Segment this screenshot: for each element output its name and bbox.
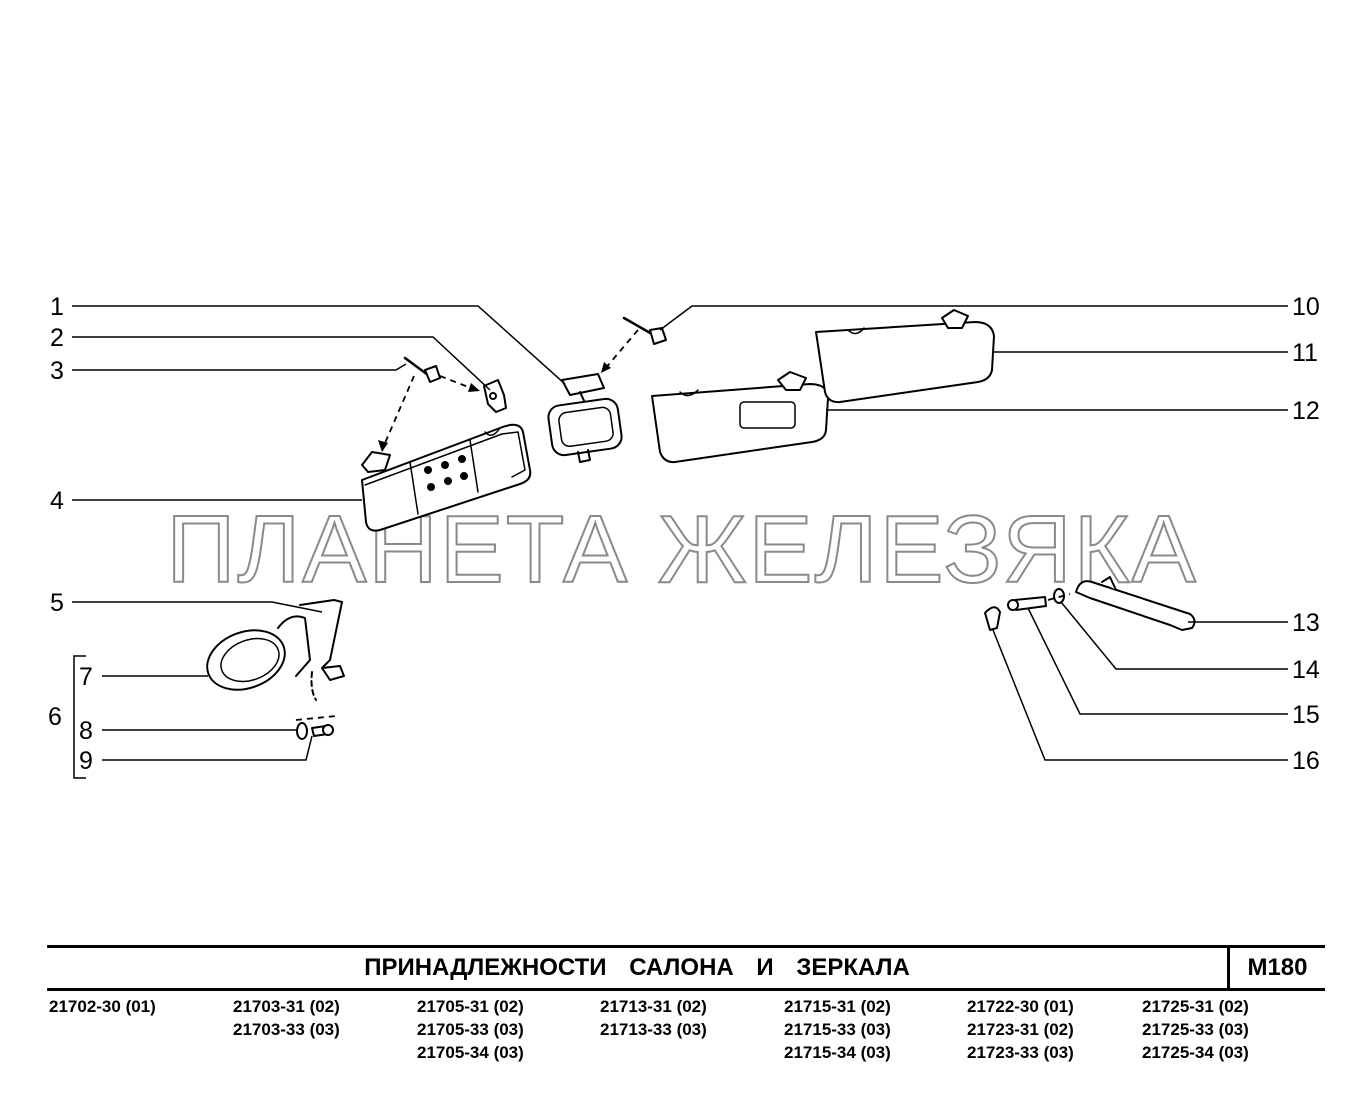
arrow-heads xyxy=(378,362,611,452)
model-column: 21715-31 (02) 21715-33 (03) 21715-34 (03… xyxy=(784,995,891,1064)
callout-6: 6 xyxy=(48,703,62,731)
model-column: 21703-31 (02) 21703-33 (03) xyxy=(233,995,340,1041)
model-code: 21705-34 (03) xyxy=(417,1043,524,1062)
section-code: M180 xyxy=(1247,954,1308,981)
sun-visor-right xyxy=(815,309,995,404)
title-divider xyxy=(1227,948,1230,988)
model-code: 21715-31 (02) xyxy=(784,997,891,1016)
model-code: 21705-33 (03) xyxy=(417,1020,524,1039)
screw-3 xyxy=(403,356,441,383)
callout-15: 15 xyxy=(1292,701,1320,729)
model-code: 21722-30 (01) xyxy=(967,997,1074,1016)
model-column: 21722-30 (01) 21723-31 (02) 21723-33 (03… xyxy=(967,995,1074,1064)
model-code: 21725-34 (03) xyxy=(1142,1043,1249,1062)
callout-13: 13 xyxy=(1292,609,1320,637)
callout-14: 14 xyxy=(1292,656,1320,684)
watermark-text: ПЛАНЕТА ЖЕЛЕЗЯКА xyxy=(166,496,1197,603)
parts-diagram: ПЛАНЕТА ЖЕЛЕЗЯКА xyxy=(48,293,1320,779)
model-code: 21723-33 (03) xyxy=(967,1043,1074,1062)
callout-16: 16 xyxy=(1292,747,1320,775)
callout-3: 3 xyxy=(50,357,64,385)
model-column: 21702-30 (01) xyxy=(49,995,156,1018)
model-list: 21702-30 (01) 21703-31 (02) 21703-33 (03… xyxy=(47,995,1325,1065)
assembly-arrows xyxy=(295,329,1071,721)
callout-9: 9 xyxy=(79,747,93,775)
callout-7: 7 xyxy=(79,663,93,691)
sun-visor-left xyxy=(361,423,532,532)
model-code: 21702-30 (01) xyxy=(49,997,156,1016)
model-code: 21703-31 (02) xyxy=(233,997,340,1016)
title-block: ПРИНАДЛЕЖНОСТИ САЛОНА И ЗЕРКАЛА M180 xyxy=(47,945,1325,991)
page-title: ПРИНАДЛЕЖНОСТИ САЛОНА И ЗЕРКАЛА xyxy=(364,954,910,981)
model-code: 21715-34 (03) xyxy=(784,1043,891,1062)
callout-2: 2 xyxy=(50,324,64,352)
model-column: 21713-31 (02) 21713-33 (03) xyxy=(600,995,707,1041)
outside-mirror xyxy=(206,599,345,701)
visor-clip xyxy=(483,379,507,413)
callout-11: 11 xyxy=(1292,339,1318,367)
model-code: 21713-31 (02) xyxy=(600,997,707,1016)
leader-lines xyxy=(72,305,1288,779)
callout-5: 5 xyxy=(50,589,64,617)
model-column: 21725-31 (02) 21725-33 (03) 21725-34 (03… xyxy=(1142,995,1249,1064)
model-code: 21715-33 (03) xyxy=(784,1020,891,1039)
model-code: 21703-33 (03) xyxy=(233,1020,340,1039)
callout-8: 8 xyxy=(79,717,93,745)
callout-10: 10 xyxy=(1292,293,1320,321)
model-code: 21723-31 (02) xyxy=(967,1020,1074,1039)
screw-10 xyxy=(622,316,667,345)
model-code: 21725-33 (03) xyxy=(1142,1020,1249,1039)
model-code: 21713-33 (03) xyxy=(600,1020,707,1039)
callout-4: 4 xyxy=(50,487,64,515)
callout-1: 1 xyxy=(50,293,64,321)
callout-12: 12 xyxy=(1292,397,1320,425)
sun-visor-mirror xyxy=(651,371,829,464)
model-code: 21725-31 (02) xyxy=(1142,997,1249,1016)
model-column: 21705-31 (02) 21705-33 (03) 21705-34 (03… xyxy=(417,995,524,1064)
model-code: 21705-31 (02) xyxy=(417,997,524,1016)
callout-labels: 1 2 3 4 5 6 7 8 9 10 11 12 13 14 15 16 xyxy=(48,293,1320,775)
screw-and-washer-6 xyxy=(296,722,334,740)
grab-handle xyxy=(1075,576,1196,631)
rear-view-mirror xyxy=(547,373,623,463)
